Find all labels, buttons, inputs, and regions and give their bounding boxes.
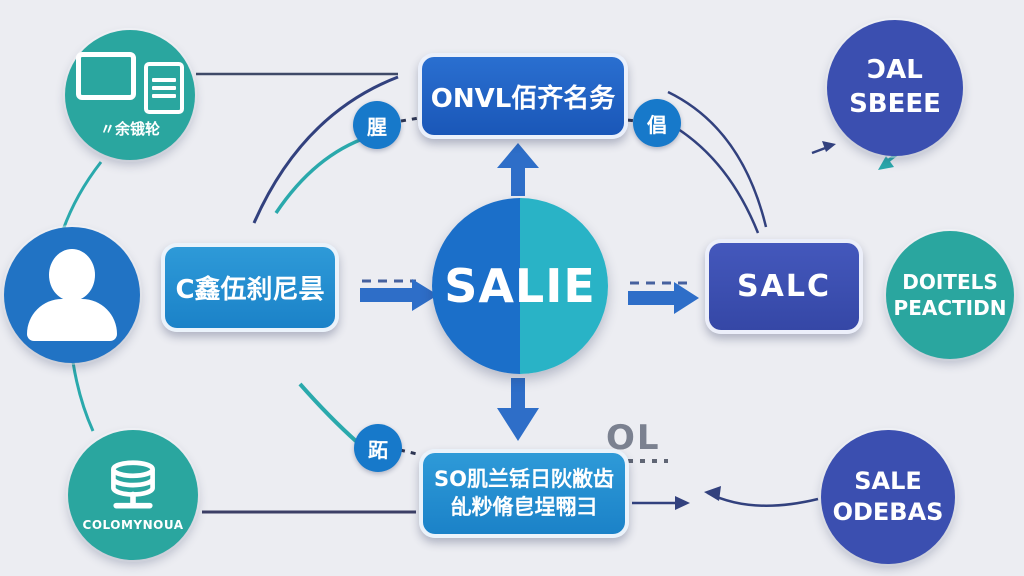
dash-badge-to-topbox: [400, 115, 426, 123]
arrow-center-to-rightbox: [628, 282, 699, 314]
monitor-icon: [76, 51, 136, 100]
center-node: SALIE: [432, 198, 608, 374]
right-process-box: SALC: [705, 239, 863, 334]
arrowhead-right: [675, 496, 690, 510]
right-process-label: SALC: [737, 269, 831, 304]
arc-device-to-user: [61, 161, 103, 231]
database-node: COLOMYNOUA: [68, 430, 198, 560]
badge-bottom-left-glyph: 跖: [368, 437, 388, 462]
document-icon: [144, 61, 184, 114]
top-right-node: ƆAL SBEEE: [827, 20, 963, 156]
user-node: [4, 227, 140, 363]
badge-top-left: 腥: [353, 101, 401, 149]
devices-icon: [76, 51, 184, 114]
arc-left-navy: [252, 75, 399, 224]
bottom-process-box: SO肌兰铦日阦敝齿 乨粆脩皀埕翈彐: [419, 449, 629, 538]
arrow-leftbox-to-center: [360, 279, 438, 311]
arc-bottomleft-teal: [298, 382, 359, 444]
arc-left-teal: [274, 135, 369, 214]
arrow-center-to-topbox: [497, 143, 539, 196]
bottom-right-node: SALE ODEBAS: [821, 430, 955, 564]
ol-annotation: OL: [606, 418, 661, 458]
mid-right-node: DOITELS PEACTIDN: [886, 231, 1014, 359]
navy-tick-arrowhead: [822, 141, 836, 152]
badge-bottom-left: 跖: [354, 424, 402, 472]
database-icon: [111, 459, 155, 508]
badge-top-right: 倡: [633, 99, 681, 147]
teal-arrowhead: [878, 156, 894, 170]
bottom-process-line2: 乨粆脩皀埕翈彐: [450, 494, 598, 519]
arc-right-navy-outer: [667, 90, 768, 228]
top-right-line2: SBEEE: [849, 89, 941, 119]
curve-circle-to-bottombox: [707, 491, 819, 507]
center-node-label: SALIE: [444, 259, 596, 313]
mid-right-line2: PEACTIDN: [893, 296, 1007, 320]
arc-right-navy-inner: [669, 122, 760, 234]
arc-user-to-database: [71, 361, 95, 432]
left-process-box: C鑫伍刹尼昙: [161, 243, 339, 332]
left-process-label: C鑫伍刹尼昙: [175, 275, 325, 305]
user-icon: [27, 249, 117, 341]
top-right-line1: ƆAL: [867, 55, 923, 86]
dash-badge-to-bottombox: [399, 448, 418, 456]
badge-top-right-glyph: 倡: [647, 112, 667, 137]
bottom-process-line1: SO肌兰铦日阦敝齿: [434, 467, 614, 492]
arrowhead-left: [704, 486, 721, 501]
top-process-label: ONVL佰齐名务: [430, 83, 616, 114]
device-node-label: 〃余锇轮: [99, 119, 160, 138]
device-node: 〃余锇轮: [65, 30, 195, 160]
mid-right-line1: DOITELS: [902, 270, 998, 294]
bottom-right-line2: ODEBAS: [832, 498, 944, 526]
database-node-label: COLOMYNOUA: [82, 517, 184, 532]
arrow-center-to-bottombox: [497, 378, 539, 441]
badge-top-left-glyph: 腥: [367, 114, 387, 139]
top-process-box: ONVL佰齐名务: [418, 53, 628, 139]
bottom-right-line1: SALE: [854, 466, 922, 495]
